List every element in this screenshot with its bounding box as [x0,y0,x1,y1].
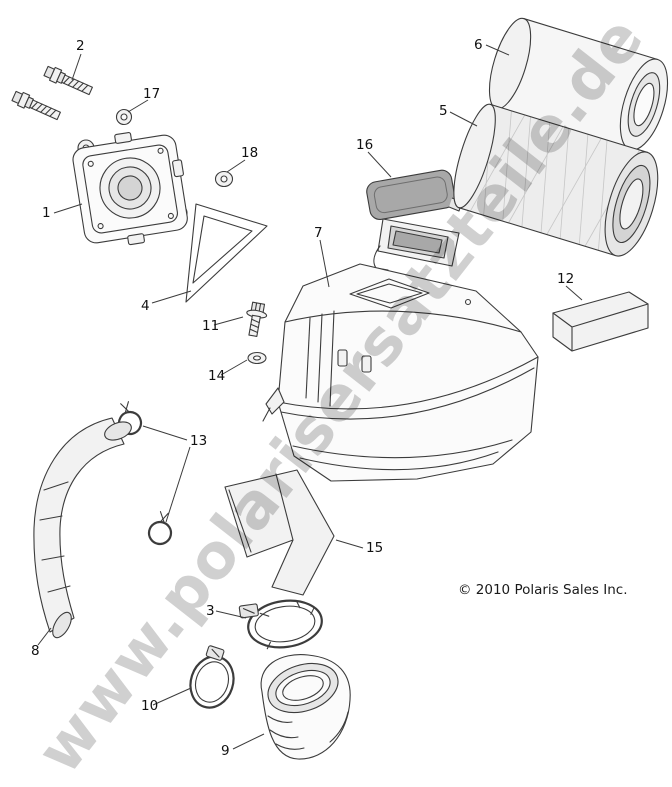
callout-3: 3 [206,603,215,619]
leader-lines [37,44,583,750]
callout-6: 6 [474,37,483,53]
callout-18: 18 [241,145,258,161]
callout-17: 17 [143,86,160,102]
part-17-washer [115,108,133,126]
part-10-hose-clamp-small [189,645,235,709]
part-18-washer [214,170,234,188]
part-4-gasket [185,203,268,303]
callout-7: 7 [314,225,323,241]
callout-1: 1 [42,205,51,221]
part-11-bolt [246,301,268,337]
part-15-foam-seal-angled [224,469,335,596]
callout-5: 5 [439,103,448,119]
part-2-mounting-bolts [11,65,93,121]
part-9-intake-boot [260,654,351,760]
callout-10: 10 [141,698,158,714]
part-6-pre-filter [488,17,669,151]
copyright: © 2010 Polaris Sales Inc. [458,582,628,598]
callout-12: 12 [557,271,574,287]
callout-14: 14 [208,368,225,384]
callout-16: 16 [356,137,373,153]
part-3-hose-clamp-large [238,599,323,650]
part-12-foam-seal [552,291,649,352]
callout-8: 8 [31,643,40,659]
callout-4: 4 [141,298,150,314]
part-16-airbox-cover [366,169,463,271]
callout-9: 9 [221,743,230,759]
callout-15: 15 [366,540,383,556]
part-7-airbox-body [262,263,539,482]
callout-labels: 1 2 3 4 5 6 7 8 9 10 11 12 13 14 15 16 1… [31,37,574,759]
part-1-cover-plate [72,132,188,246]
callout-2: 2 [76,38,85,54]
part-5-air-filter [453,103,659,257]
part-8-intake-hose [33,417,132,639]
callout-13: 13 [190,433,207,449]
callout-11: 11 [202,318,219,334]
part-14-washer [247,351,267,365]
